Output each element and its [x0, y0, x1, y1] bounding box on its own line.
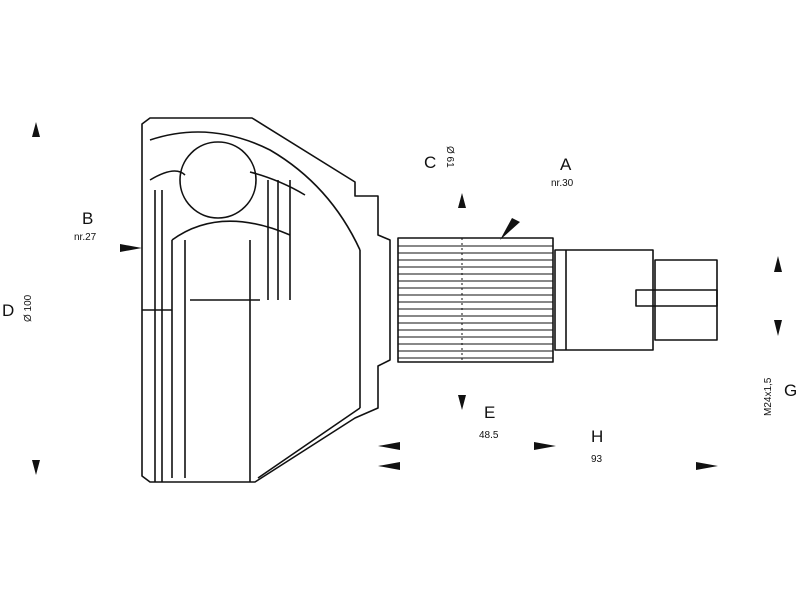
arrow-up-icon [32, 122, 40, 137]
cage-curve [171, 220, 291, 241]
keyway [635, 289, 718, 307]
housing-outline [141, 117, 391, 483]
arrow-right-icon [534, 442, 556, 450]
spline-shaft [397, 237, 554, 363]
label-d-letter: D [2, 301, 14, 320]
joint-ball [179, 141, 257, 219]
arrow-down-icon [774, 320, 782, 336]
label-a-value: nr.30 [551, 178, 574, 189]
housing-inner-curve [149, 131, 361, 251]
arrow-down-icon [458, 395, 466, 410]
arrow-pointer-icon [500, 218, 520, 240]
label-e-value: 48.5 [479, 430, 499, 441]
label-g-value: M24x1,5 [763, 377, 774, 416]
label-g-letter: G [784, 381, 797, 400]
arrow-down-icon [32, 460, 40, 475]
housing-lower-line [257, 407, 361, 479]
arrow-left-icon [378, 462, 400, 470]
label-b-letter: B [82, 209, 93, 228]
dimension-labels: A nr.30 B nr.27 C Ø 61 D Ø 100 E 48.5 G … [2, 146, 797, 465]
label-c-letter: C [424, 153, 436, 172]
label-d-value: Ø 100 [23, 294, 34, 322]
thread-end [654, 259, 718, 341]
label-e-letter: E [484, 403, 495, 422]
label-c-value: Ø 61 [444, 146, 455, 168]
arrow-up-icon [774, 256, 782, 272]
label-h-letter: H [591, 427, 603, 446]
arrow-right-icon [696, 462, 718, 470]
cage-curve-2 [149, 170, 186, 181]
label-b-value: nr.27 [74, 232, 97, 243]
label-h-value: 93 [591, 454, 603, 465]
dimension-arrows [32, 122, 782, 475]
arrow-up-icon [458, 193, 466, 208]
joint-drawing [141, 117, 718, 483]
arrow-left-icon [378, 442, 400, 450]
label-a-letter: A [560, 155, 572, 174]
arrow-right-icon [120, 244, 142, 252]
spline-lines [398, 238, 553, 362]
stub-shaft [554, 249, 654, 351]
